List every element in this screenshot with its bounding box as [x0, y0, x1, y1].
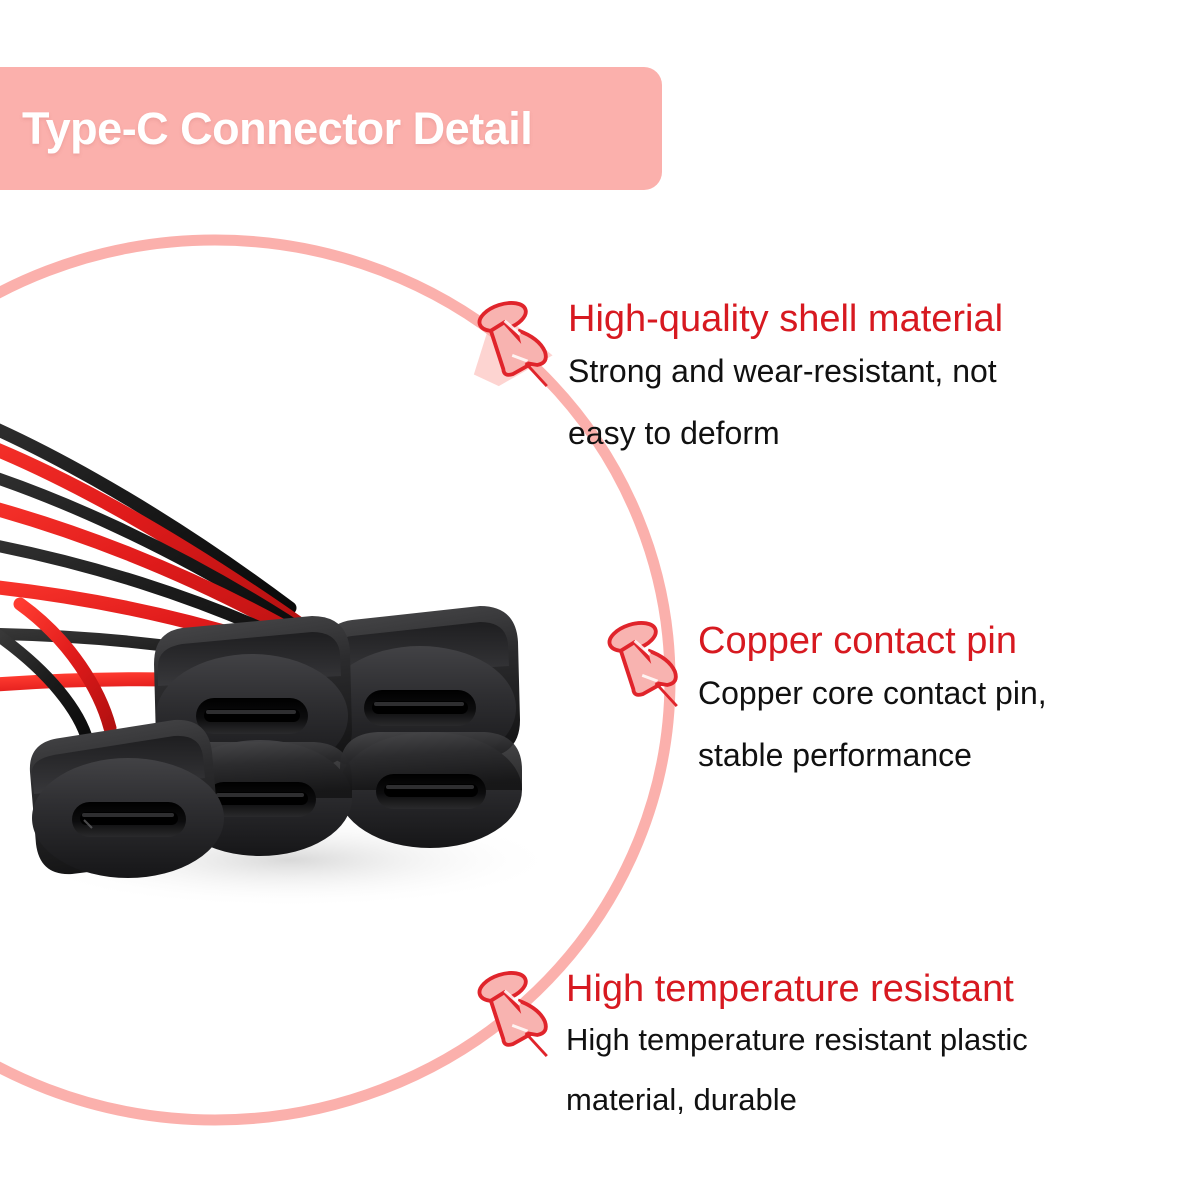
feature-text-block: High temperature resistant High temperat… [566, 968, 1028, 1131]
connector-5 [322, 606, 520, 770]
connector-1 [29, 719, 224, 878]
connector-3 [338, 732, 522, 848]
feature-heading: Copper contact pin [698, 620, 1017, 662]
feature-body-line: Copper core contact pin, [698, 674, 1047, 711]
feature-body-line: stable performance [698, 737, 972, 774]
feature-heading: High-quality shell material [568, 298, 1004, 340]
feature-text-block: Copper contact pin Copper core contact p… [698, 620, 1047, 787]
feature-body-line: Strong and wear-resistant, not [568, 352, 997, 389]
feature-text-block: High-quality shell material Strong and w… [568, 298, 1004, 465]
pushpin-icon [473, 301, 553, 388]
pushpin-icon [477, 971, 548, 1058]
feature-body-line: High temperature resistant plastic [566, 1021, 1028, 1057]
feature-body: Copper core contact pin, stable performa… [698, 662, 1047, 787]
feature-body: High temperature resistant plastic mater… [566, 1010, 1028, 1131]
pushpin-icon [607, 621, 678, 708]
page-title: Type-C Connector Detail [22, 102, 533, 154]
product-photo [0, 423, 560, 908]
feature-body: Strong and wear-resistant, not easy to d… [568, 340, 1003, 465]
feature-body-line: easy to deform [568, 415, 780, 452]
feature-heading: High temperature resistant [566, 968, 1014, 1010]
header-banner: Type-C Connector Detail [0, 67, 662, 190]
feature-body-line: material, durable [566, 1082, 797, 1118]
